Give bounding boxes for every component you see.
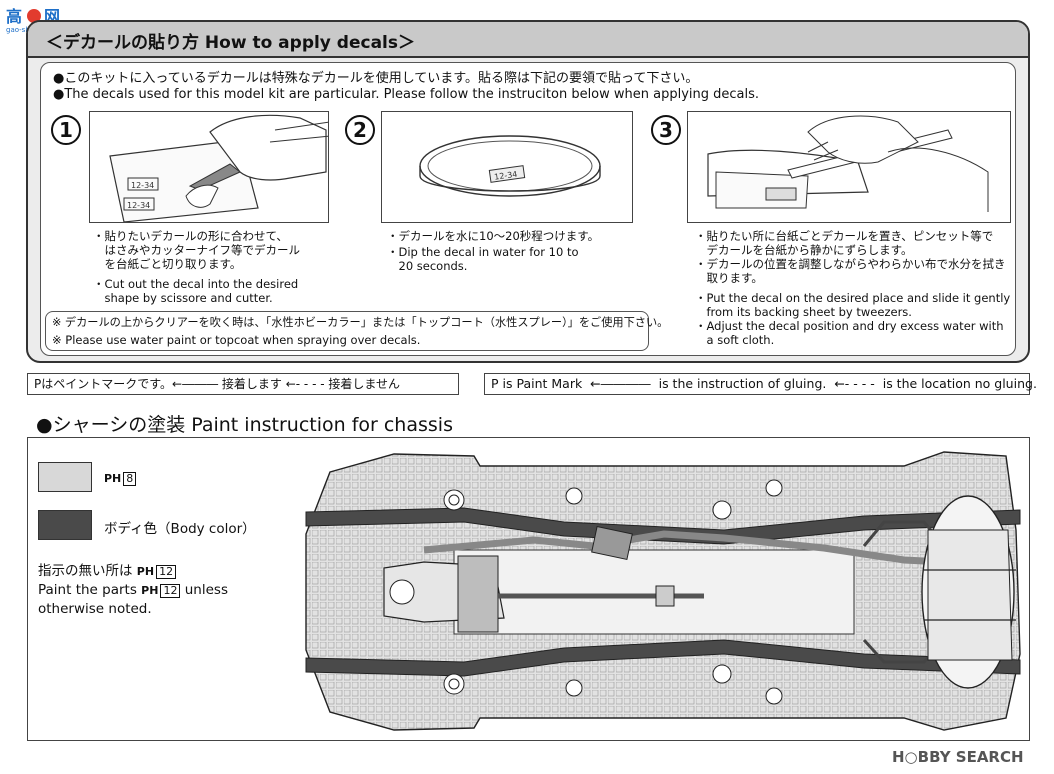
step-3-text-english: ・Put the decal on the desired place and … <box>695 291 1011 347</box>
default-code-1: 12 <box>156 565 177 579</box>
default-code-2: 12 <box>160 584 181 598</box>
legend-glue-text: is the instruction of gluing. <box>658 376 827 391</box>
spray-note-english: ※ Please use water paint or topcoat when… <box>52 333 421 347</box>
step-2-decal-label: 12-34 <box>494 170 518 182</box>
legend-japanese: Pはペイントマークです。←――― 接着します ←- - - - 接着しません <box>27 373 459 395</box>
spray-note-japanese: ※ デカールの上からクリアーを吹く時は、「水性ホビーカラー」または「トップコート… <box>52 316 669 329</box>
ph8-code: 8 <box>123 472 137 486</box>
step-3-illustration <box>687 111 1011 223</box>
default-note-jp: 指示の無い所は <box>38 563 133 579</box>
legend-no-glue-text: is the location no gluing. <box>882 376 1037 391</box>
spray-note-box: ※ デカールの上からクリアーを吹く時は、「水性ホビーカラー」または「トップコート… <box>45 311 668 351</box>
default-note-en-2: unless <box>184 582 228 598</box>
glue-arrow-icon: ←―――― <box>586 376 655 391</box>
step-2-text-english: ・Dip the decal in water for 10 to 20 sec… <box>387 245 579 273</box>
default-note-en-1: Paint the parts <box>38 582 137 598</box>
step-1-decal-label-b: 12-34 <box>127 201 150 210</box>
step-2-text-japanese: ・デカールを水に10〜20秒程つけます。 <box>387 229 600 243</box>
step-2-number: 2 <box>345 115 375 145</box>
no-glue-arrow-icon: ←- - - - <box>830 376 879 391</box>
step-3-text-japanese: ・貼りたい所に台紙ごとデカールを置き、ピンセット等で デカールを台紙から静かにず… <box>695 229 1006 285</box>
decal-instructions-panel: ＜デカールの貼り方 How to apply decals＞ ●このキットに入っ… <box>26 20 1030 363</box>
ph-mark: PH <box>104 472 122 485</box>
paint-swatch-body-color <box>38 510 92 540</box>
svg-text:高: 高 <box>6 7 22 26</box>
step-3-number: 3 <box>651 115 681 145</box>
step-1-decal-label-a: 12-34 <box>131 181 154 190</box>
intro-english: ●The decals used for this model kit are … <box>53 87 760 102</box>
decal-instructions-body: ●このキットに入っているデカールは特殊なデカールを使用しています。貼る際は下記の… <box>40 62 1016 356</box>
step-1-text-english: ・Cut out the decal into the desired shap… <box>93 277 299 305</box>
chassis-illustration <box>304 450 1024 734</box>
default-note-en-3: otherwise noted. <box>38 601 152 617</box>
paint-swatch-ph8 <box>38 462 92 492</box>
decal-section-title: ＜デカールの貼り方 How to apply decals＞ <box>46 33 416 53</box>
body-color-label: ボディ色（Body color） <box>104 521 256 537</box>
legend-paint-mark: P is Paint Mark <box>491 376 583 391</box>
step-1-text-japanese: ・貼りたいデカールの形に合わせて、 はさみやカッターナイフ等でデカール を台紙ご… <box>93 229 300 271</box>
step-2-illustration: 12-34 <box>381 111 633 223</box>
decal-section-header: ＜デカールの貼り方 How to apply decals＞ <box>28 22 1028 58</box>
chassis-section-title: ●シャーシの塗装 Paint instruction for chassis <box>36 414 453 436</box>
footer-brand-logo: H○BBY SEARCH <box>892 748 1024 766</box>
legend-english: P is Paint Mark ←―――― is the instruction… <box>484 373 1037 395</box>
step-1-number: 1 <box>51 115 81 145</box>
step-1-illustration: 12-34 12-34 <box>89 111 329 223</box>
intro-japanese: ●このキットに入っているデカールは特殊なデカールを使用しています。貼る際は下記の… <box>53 71 699 86</box>
